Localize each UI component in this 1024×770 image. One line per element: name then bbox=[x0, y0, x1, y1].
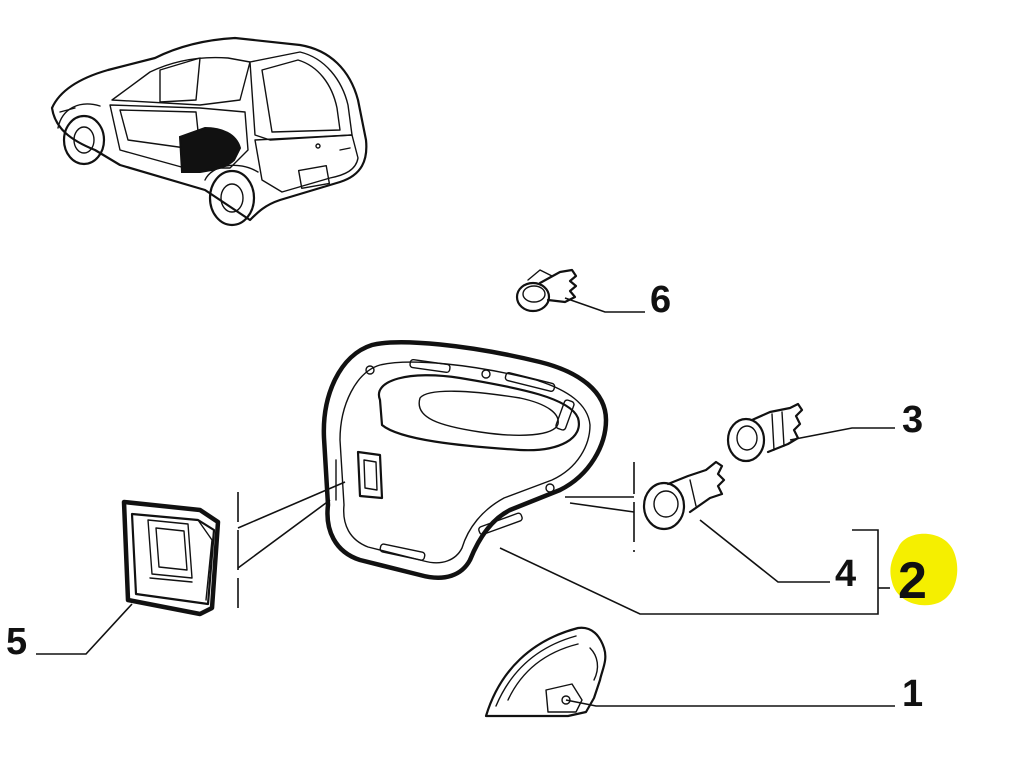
callout-2-highlight bbox=[890, 533, 958, 606]
part-6-plug-fastener bbox=[515, 268, 578, 313]
callout-4: 4 bbox=[835, 553, 856, 595]
leader-1 bbox=[565, 699, 895, 707]
shaded-part-location bbox=[178, 126, 242, 173]
part-5-bezel bbox=[121, 499, 221, 617]
callout-6: 6 bbox=[650, 279, 671, 321]
part-2-main-housing bbox=[321, 340, 609, 580]
group-bracket-2 bbox=[499, 529, 890, 615]
callout-2: 2 bbox=[898, 552, 927, 610]
part-4-fastener bbox=[642, 460, 726, 531]
callout-1: 1 bbox=[902, 673, 923, 715]
callout-5: 5 bbox=[6, 621, 27, 663]
leader-6 bbox=[564, 297, 645, 313]
leader-3 bbox=[789, 427, 895, 441]
leaders-housing-parts-3-4 bbox=[565, 462, 635, 552]
car-overview-illustration bbox=[50, 36, 368, 227]
part-1-cover bbox=[484, 626, 607, 718]
leader-4 bbox=[699, 519, 830, 583]
leader-5 bbox=[36, 603, 133, 655]
part-3-fastener bbox=[726, 402, 804, 463]
leaders-housing-part5 bbox=[237, 481, 346, 612]
callout-3: 3 bbox=[902, 399, 923, 441]
